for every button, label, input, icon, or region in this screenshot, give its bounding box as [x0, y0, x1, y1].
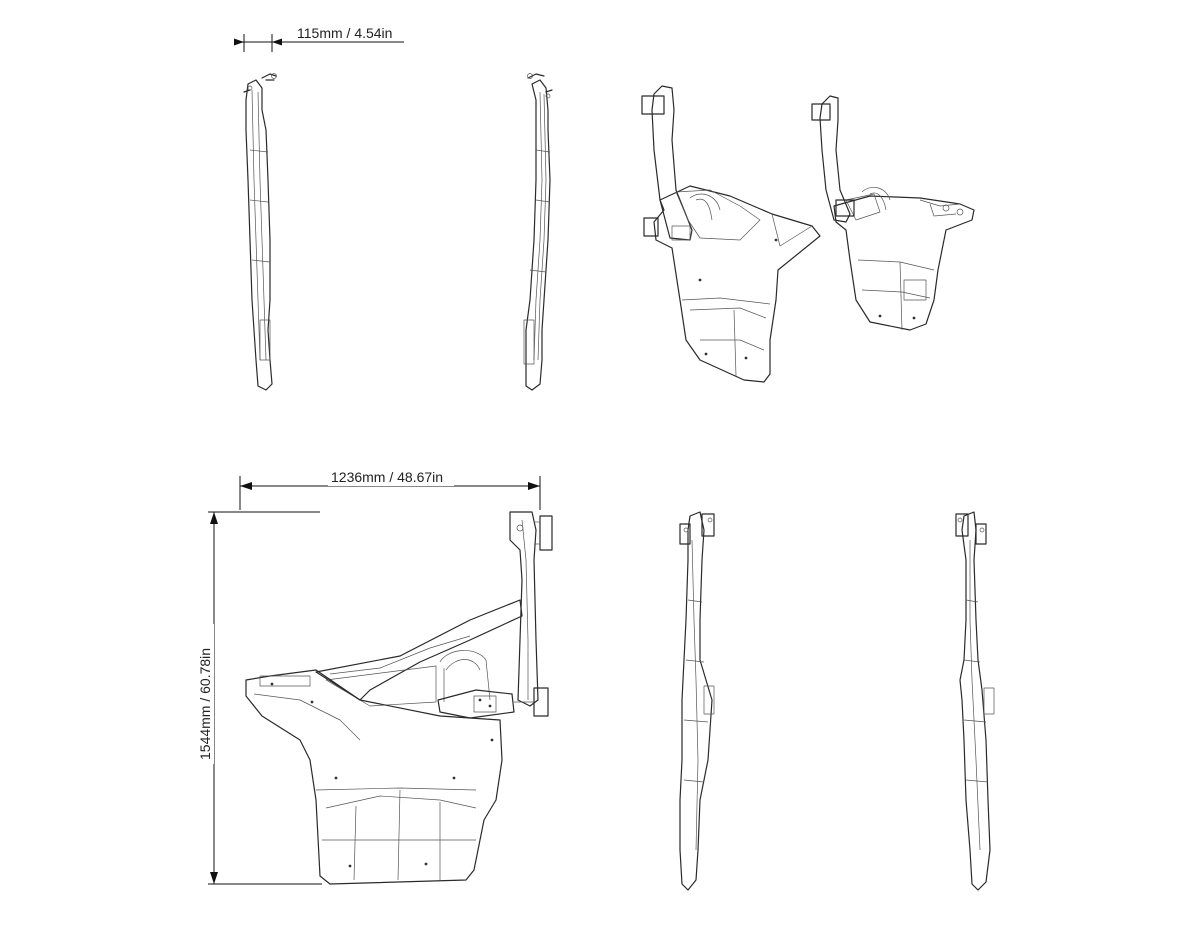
- width-arrow-right: [528, 482, 540, 490]
- height-arrow-bottom: [210, 872, 218, 884]
- height-label-bg: [196, 624, 214, 764]
- isometric-view-outer: [641, 85, 821, 383]
- width-label-bg: [328, 468, 454, 486]
- height-arrow-top: [210, 512, 218, 524]
- side-profile-view: [245, 511, 553, 885]
- width-arrow-left: [240, 482, 252, 490]
- rear-edge-view: [955, 511, 995, 891]
- height-label: 1544mm / 60.78in: [197, 648, 213, 760]
- edge-view-top-left: [243, 73, 277, 391]
- thickness-arrow-left: [234, 38, 244, 46]
- front-edge-view: [679, 511, 715, 891]
- isometric-view-inner: [811, 95, 975, 331]
- thickness-label: 115mm / 4.54in: [297, 25, 392, 41]
- thickness-arrow-right: [272, 38, 282, 46]
- width-dimension: 1236mm / 48.67in: [239, 468, 541, 510]
- thickness-dimension: 115mm / 4.54in: [234, 25, 404, 52]
- width-label: 1236mm / 48.67in: [331, 469, 443, 485]
- edge-view-top-center: [523, 73, 553, 391]
- height-dimension: 1544mm / 60.78in: [196, 511, 322, 885]
